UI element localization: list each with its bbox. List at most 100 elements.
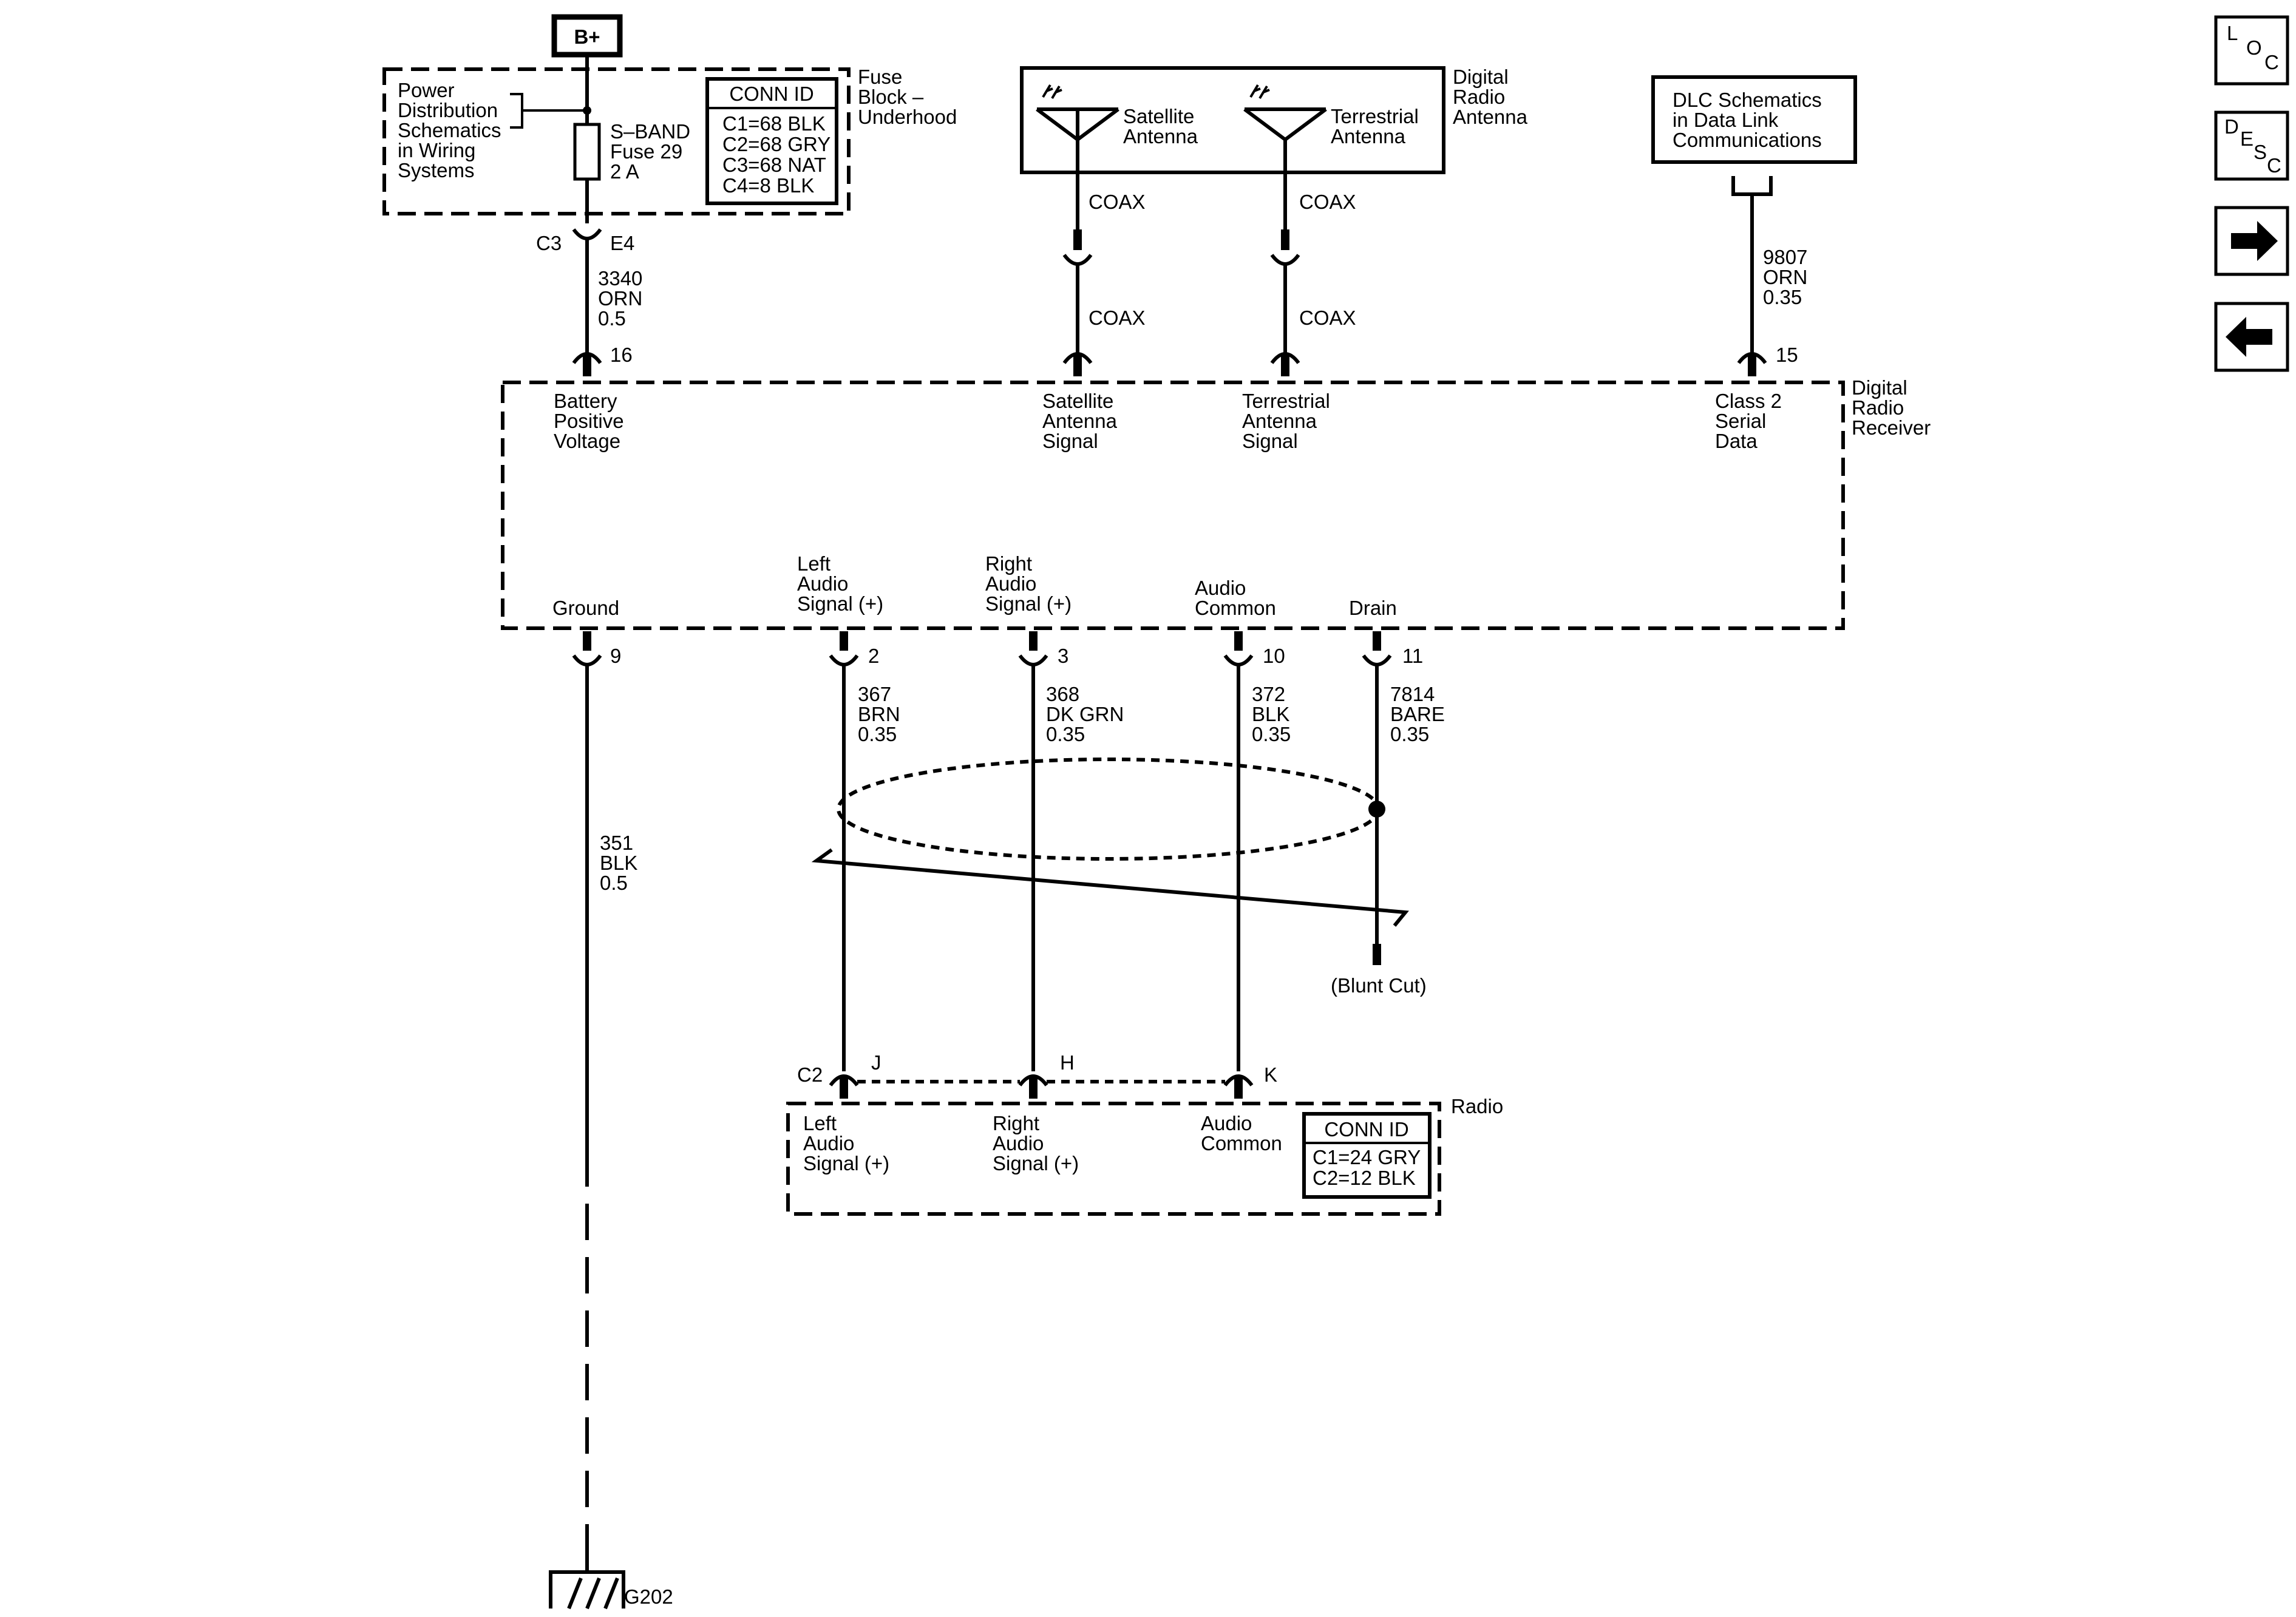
radio-box — [786, 1102, 1441, 1216]
receiver-box — [501, 381, 1845, 630]
svg-text:Digital: Digital — [1852, 376, 1907, 399]
svg-text:Signal (+): Signal (+) — [797, 592, 883, 615]
coax-label-sat-lower: COAX — [1089, 307, 1146, 329]
svg-text:BLK: BLK — [600, 852, 637, 874]
svg-text:Positive: Positive — [554, 410, 624, 432]
svg-text:DK GRN: DK GRN — [1046, 703, 1124, 725]
forward-button[interactable] — [2214, 206, 2289, 276]
svg-text:C4=8 BLK: C4=8 BLK — [722, 174, 814, 197]
svg-text:Serial: Serial — [1715, 410, 1766, 432]
svg-text:C2=68 GRY: C2=68 GRY — [722, 133, 830, 155]
svg-text:Distribution: Distribution — [398, 99, 498, 121]
antenna-label: Digital Radio Antenna — [1453, 66, 1528, 128]
svg-text:Signal (+): Signal (+) — [803, 1152, 889, 1175]
svg-text:Common: Common — [1195, 597, 1276, 619]
back-button[interactable] — [2214, 302, 2289, 372]
wire-368-label: 368 DK GRN 0.35 — [1046, 683, 1124, 745]
svg-text:Systems: Systems — [398, 159, 475, 181]
svg-text:CONN ID: CONN ID — [729, 83, 813, 105]
pin-terrestrial-antenna-signal: Terrestrial Antenna Signal — [1242, 390, 1330, 452]
svg-text:Receiver: Receiver — [1852, 416, 1931, 439]
fuse-block-label: Fuse Block – Underhood — [858, 66, 957, 128]
coax-label-ter-upper: COAX — [1299, 191, 1356, 213]
svg-text:Satellite: Satellite — [1042, 390, 1113, 412]
svg-text:Communications: Communications — [1673, 129, 1822, 151]
wire-7814-label: 7814 BARE 0.35 — [1390, 683, 1445, 745]
pin-2-number: 2 — [868, 645, 879, 667]
bplus-label: B+ — [574, 25, 600, 48]
svg-text:0.35: 0.35 — [1046, 723, 1085, 745]
svg-text:Underhood: Underhood — [858, 106, 957, 128]
radio-pin-audio-common: Audio Common — [1201, 1112, 1282, 1154]
arrow-right-icon — [2231, 221, 2278, 261]
radio-pin-k: K — [1264, 1063, 1277, 1086]
radio-label: Radio — [1451, 1095, 1503, 1117]
svg-text:Fuse: Fuse — [858, 66, 902, 88]
svg-text:Common: Common — [1201, 1132, 1282, 1154]
svg-text:Left: Left — [803, 1112, 837, 1134]
coax-label-sat-upper: COAX — [1089, 191, 1146, 213]
pin-15-number: 15 — [1776, 344, 1798, 366]
svg-text:S: S — [2254, 141, 2267, 163]
conn-c2-label: C2 — [797, 1063, 823, 1086]
svg-text:Terrestrial: Terrestrial — [1242, 390, 1330, 412]
svg-text:Power: Power — [398, 79, 455, 101]
svg-text:BARE: BARE — [1390, 703, 1445, 725]
svg-text:Terrestrial: Terrestrial — [1331, 105, 1419, 127]
pin-9-number: 9 — [610, 645, 621, 667]
pin-ground-label: Ground — [552, 597, 619, 619]
antenna-section: Digital Radio Antenna Satellite Antenna … — [1020, 66, 1528, 376]
svg-text:C: C — [2264, 51, 2279, 73]
pin-16-number: 16 — [610, 344, 633, 366]
power-section: B+ Power Distribution Schematics in Wiri… — [382, 14, 957, 376]
svg-text:Satellite: Satellite — [1123, 105, 1194, 127]
svg-text:0.35: 0.35 — [858, 723, 897, 745]
pin-class2-serial-data: Class 2 Serial Data — [1715, 390, 1782, 452]
svg-text:C1=24 GRY: C1=24 GRY — [1313, 1146, 1421, 1168]
svg-text:L: L — [2227, 22, 2238, 44]
svg-text:Class 2: Class 2 — [1715, 390, 1782, 412]
wire-9807-label: 9807 ORN 0.35 — [1763, 246, 1807, 308]
desc-button[interactable]: D E S C — [2214, 110, 2289, 181]
svg-text:Audio: Audio — [1201, 1112, 1252, 1134]
ground-label: G202 — [624, 1585, 673, 1608]
svg-text:Radio: Radio — [1852, 396, 1904, 419]
conn-e4-label: E4 — [610, 232, 634, 254]
svg-text:2 A: 2 A — [610, 160, 639, 183]
svg-text:Audio: Audio — [993, 1132, 1044, 1154]
terrestrial-antenna-icon — [1243, 84, 1327, 141]
satellite-antenna-label: Satellite Antenna — [1123, 105, 1198, 147]
antenna-box — [1020, 66, 1445, 174]
wire-367-label: 367 BRN 0.35 — [858, 683, 900, 745]
pin-10-number: 10 — [1263, 645, 1285, 667]
radio-pin-left-audio: Left Audio Signal (+) — [803, 1112, 889, 1175]
svg-text:Audio: Audio — [985, 572, 1036, 595]
svg-text:9807: 9807 — [1763, 246, 1807, 268]
ground-icon — [549, 1560, 625, 1610]
svg-text:Battery: Battery — [554, 390, 617, 412]
shield-ellipse — [837, 758, 1381, 861]
pin-right-audio-label: Right Audio Signal (+) — [985, 552, 1072, 615]
svg-text:S–BAND: S–BAND — [610, 120, 690, 143]
svg-text:368: 368 — [1046, 683, 1079, 705]
fuse-block-box — [382, 67, 851, 215]
svg-text:372: 372 — [1252, 683, 1285, 705]
loc-button[interactable]: L O C — [2214, 15, 2289, 86]
radio-section: Radio Left Audio Signal (+) Right Audio … — [786, 1095, 1503, 1216]
svg-text:Schematics: Schematics — [398, 119, 501, 141]
svg-text:Data: Data — [1715, 430, 1758, 452]
svg-text:C2=12 BLK: C2=12 BLK — [1313, 1167, 1416, 1189]
pin-drain-label: Drain — [1349, 597, 1397, 619]
svg-text:DLC Schematics: DLC Schematics — [1673, 89, 1822, 111]
conn-c3-label: C3 — [536, 232, 562, 254]
svg-text:Signal (+): Signal (+) — [993, 1152, 1079, 1175]
svg-text:Signal: Signal — [1242, 430, 1298, 452]
dlc-section: DLC Schematics in Data Link Communicatio… — [1651, 75, 1857, 376]
svg-text:BLK: BLK — [1252, 703, 1289, 725]
svg-text:Audio: Audio — [803, 1132, 854, 1154]
svg-text:in Data Link: in Data Link — [1673, 109, 1779, 131]
svg-text:Antenna: Antenna — [1453, 106, 1528, 128]
svg-text:Signal: Signal — [1042, 430, 1098, 452]
svg-text:in Wiring: in Wiring — [398, 139, 475, 161]
wire-372-label: 372 BLK 0.35 — [1252, 683, 1291, 745]
